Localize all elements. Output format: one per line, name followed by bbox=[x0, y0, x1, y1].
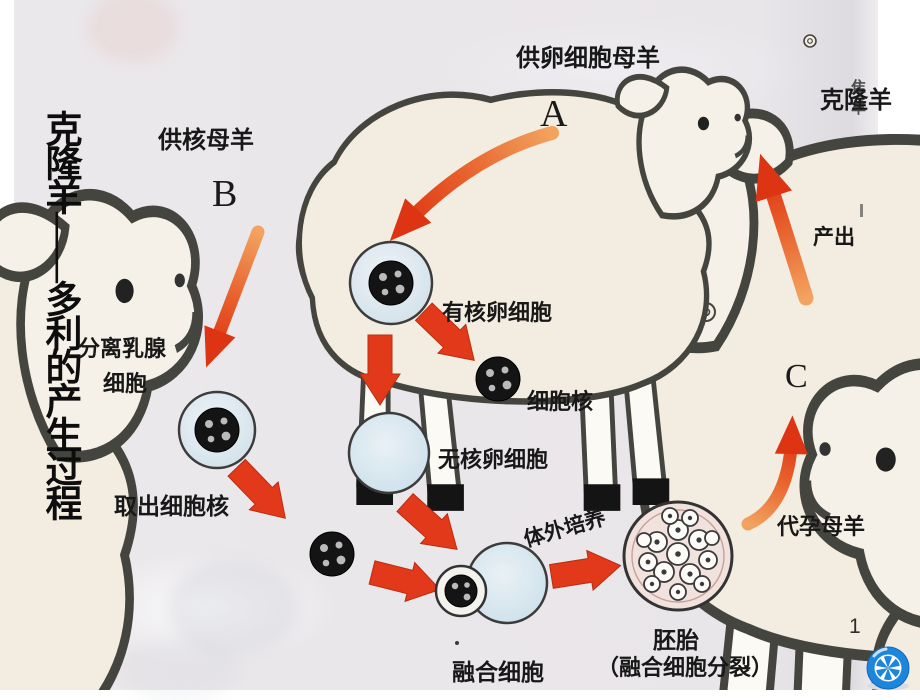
page-number: 1 bbox=[849, 615, 861, 638]
label-embryo: 胚胎 bbox=[653, 628, 699, 653]
label-nucleated-egg: 有核卵细胞 bbox=[442, 300, 553, 325]
label-isolate-mammary-line1: 分离乳腺 bbox=[78, 336, 167, 361]
arrow-mammary-extract-nucleus bbox=[227, 458, 286, 519]
embryo bbox=[622, 500, 734, 612]
label-cell-nucleus: 细胞核 bbox=[527, 389, 594, 414]
arrow-egg-to-nucleus bbox=[414, 302, 475, 361]
label-cloned-sheep: 克隆羊 bbox=[820, 88, 892, 114]
arrow-a-to-egg-cell bbox=[389, 126, 559, 242]
arrow-birth-to-clone bbox=[755, 153, 814, 306]
sheep-a-letter: A bbox=[540, 93, 568, 135]
fusion-cell bbox=[434, 541, 549, 625]
extracted-cell-nucleus bbox=[475, 356, 521, 402]
scan-ghost bbox=[88, 0, 178, 62]
label-donor-nucleus-ewe: 供核母羊 bbox=[158, 128, 254, 154]
arrow-enucleated-to-fusion bbox=[396, 492, 458, 551]
wheel-logo-icon bbox=[866, 646, 910, 690]
label-isolate-mammary-line2: 细胞 bbox=[103, 371, 148, 396]
enucleated-egg-cell bbox=[347, 411, 431, 495]
arrow-nucleus-to-fusion bbox=[368, 560, 441, 603]
nucleated-egg-cell bbox=[348, 240, 434, 326]
label-extract-nucleus: 取出细胞核 bbox=[114, 494, 229, 519]
page-edge-mark bbox=[860, 204, 863, 217]
arrow-fusion-to-embryo bbox=[548, 549, 622, 592]
scan-ghost bbox=[168, 560, 298, 655]
label-deliver: 产出 bbox=[813, 225, 855, 249]
clone-lamb-illustration bbox=[298, 34, 817, 511]
sheep-c-letter: C bbox=[785, 358, 808, 395]
mammary-cell bbox=[177, 390, 257, 470]
page-edge-artifact: 隹羊 bbox=[851, 80, 867, 117]
horn-curl-icon bbox=[803, 34, 817, 48]
arrow-egg-to-enucleated bbox=[359, 334, 401, 406]
label-enucleated-egg: 无核卵细胞 bbox=[438, 447, 549, 472]
arrow-embryo-to-surrogate bbox=[741, 415, 808, 531]
slide-title: 克隆羊——多利的产生过程 bbox=[39, 110, 80, 518]
label-donor-egg-ewe: 供卵细胞母羊 bbox=[516, 46, 660, 72]
label-embryo-note: （融合细胞分裂） bbox=[597, 655, 774, 680]
label-fusion-cell: 融合细胞 bbox=[452, 660, 544, 685]
scan-speck bbox=[455, 641, 459, 645]
label-surrogate-ewe: 代孕母羊 bbox=[777, 514, 866, 539]
arrow-b-to-mammary-cell bbox=[204, 225, 265, 368]
mammary-nucleus bbox=[309, 531, 355, 577]
sheep-b-letter: B bbox=[212, 173, 238, 215]
